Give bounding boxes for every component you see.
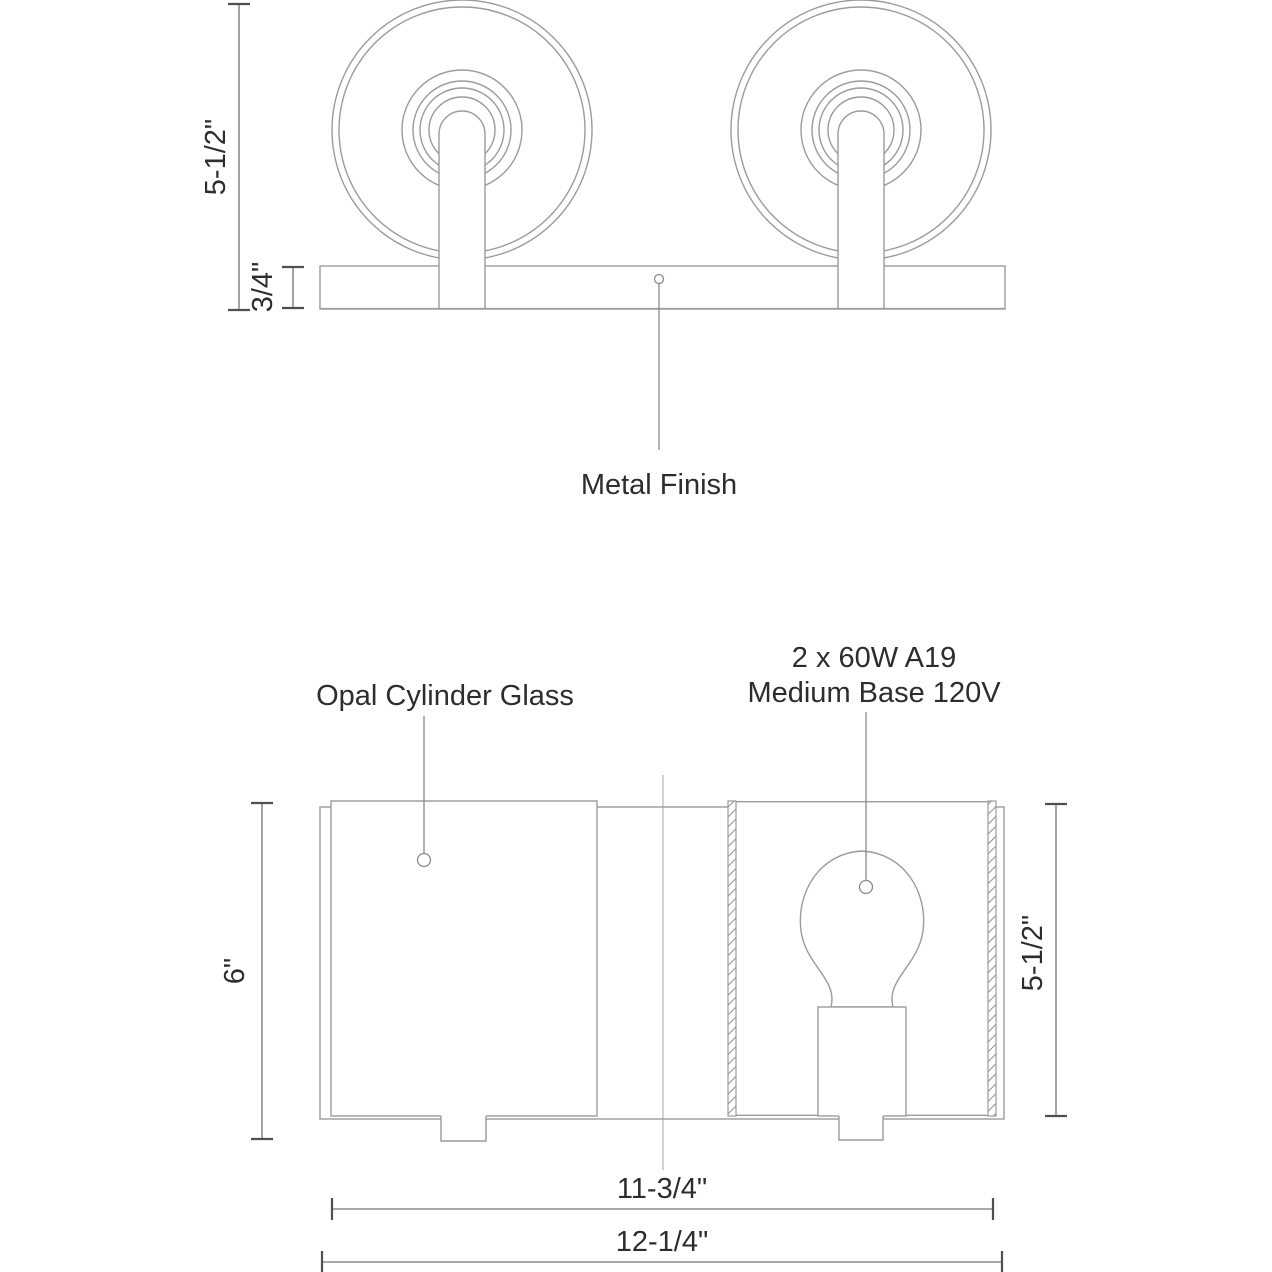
left-tab	[440, 1116, 487, 1142]
left-shade-top	[331, 0, 593, 309]
socket-tab	[838, 1116, 884, 1141]
mounting-plate-top	[319, 265, 1006, 310]
right-arm	[837, 110, 885, 309]
bulb-a19	[799, 850, 925, 1141]
left-tab-fill	[441, 1113, 486, 1141]
left-glass-cylinder	[330, 800, 598, 1117]
dim-glass-height: 5-1/2"	[1017, 802, 1067, 1118]
bulb-socket	[817, 1006, 907, 1117]
front-view: Opal Cylinder Glass 2 x 60W A19 Medium B…	[219, 642, 1067, 1272]
dim-overall-width: 12-1/4"	[320, 1226, 1004, 1272]
dim-plate-text: 3/4"	[247, 262, 279, 313]
dim-glass-span: 11-3/4"	[330, 1173, 995, 1220]
dim-overall-height: 6"	[219, 801, 273, 1141]
dim-overall-height-text: 6"	[219, 958, 251, 984]
dim-projection: 5-1/2"	[200, 2, 250, 312]
metal-finish-label: Metal Finish	[581, 469, 737, 501]
bulb-label-line1: 2 x 60W A19	[792, 642, 956, 674]
mounting-hole	[653, 273, 665, 285]
bulb-label-line2: Medium Base 120V	[747, 677, 1001, 709]
top-view: Metal Finish 5-1/2" 3/4"	[200, 0, 1006, 501]
dim-overall-width-text: 12-1/4"	[616, 1226, 709, 1258]
right-shade-top	[730, 0, 992, 309]
dim-glass-span-text: 11-3/4"	[617, 1173, 707, 1205]
bulb-leader-dot	[858, 879, 874, 895]
opal-glass-label: Opal Cylinder Glass	[316, 680, 574, 712]
glass-wall-section-left	[727, 800, 737, 1117]
dim-glass-height-text: 5-1/2"	[1017, 915, 1049, 991]
left-arm	[438, 110, 486, 309]
glass-wall-section-right	[987, 800, 997, 1117]
bulb-globe	[799, 850, 925, 1008]
dim-projection-text: 5-1/2"	[200, 119, 232, 195]
socket-tab-fill	[839, 1113, 883, 1140]
opal-glass-leader-dot	[416, 852, 432, 868]
dim-plate-thickness: 3/4"	[247, 262, 304, 313]
